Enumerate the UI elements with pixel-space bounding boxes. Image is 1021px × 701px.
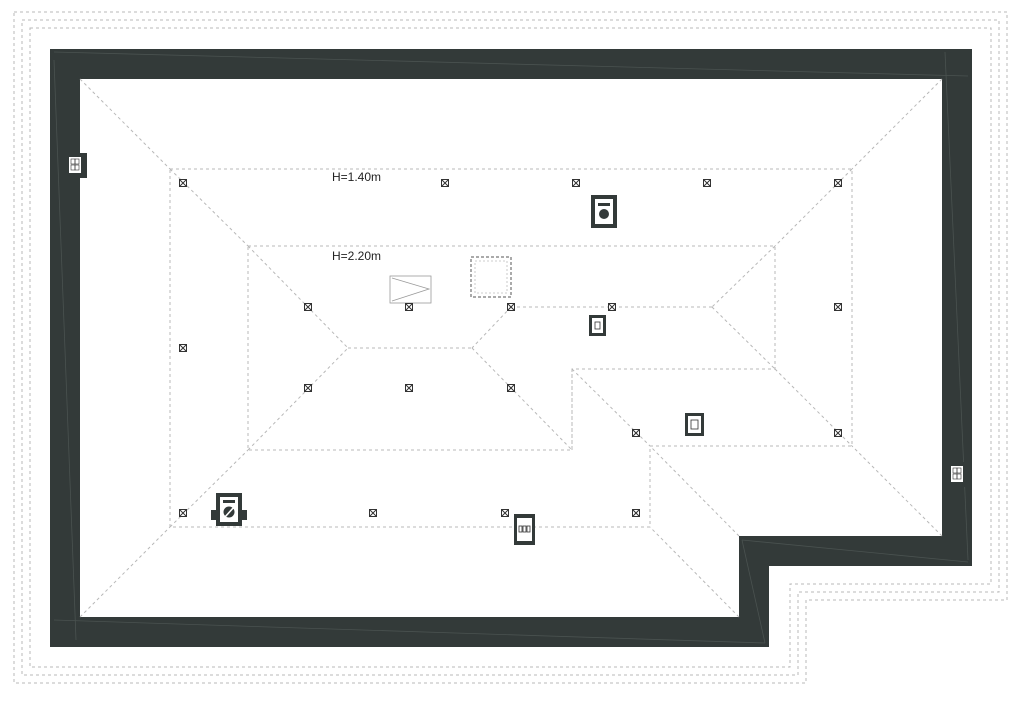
column-marker-icon bbox=[501, 509, 509, 517]
column-marker-icon bbox=[304, 384, 312, 392]
skylight-icon bbox=[591, 195, 617, 228]
column-marker-icon bbox=[405, 303, 413, 311]
column-marker-icon bbox=[834, 179, 842, 187]
height-label-inner: H=2.20m bbox=[332, 249, 381, 263]
column-marker-icon bbox=[608, 303, 616, 311]
column-marker-icon bbox=[834, 429, 842, 437]
exterior-wall bbox=[50, 49, 972, 647]
column-marker-icon bbox=[507, 303, 515, 311]
column-marker-icon bbox=[632, 429, 640, 437]
column-marker-icon bbox=[405, 384, 413, 392]
column-marker-icon bbox=[834, 303, 842, 311]
wall-vent-icon bbox=[946, 462, 967, 487]
wall-hatching bbox=[53, 51, 969, 644]
column-marker-icon bbox=[572, 179, 580, 187]
vent-small-icon bbox=[685, 413, 704, 436]
chimney-icon bbox=[211, 493, 247, 526]
column-marker-icon bbox=[179, 509, 187, 517]
eave-outline bbox=[13, 11, 1008, 684]
column-markers bbox=[179, 179, 842, 517]
column-marker-icon bbox=[703, 179, 711, 187]
column-marker-icon bbox=[304, 303, 312, 311]
wall-vent-icon bbox=[66, 153, 87, 178]
vent-small-icon bbox=[589, 315, 606, 336]
height-contours bbox=[169, 168, 853, 528]
column-marker-icon bbox=[179, 179, 187, 187]
height-label-outer: H=1.40m bbox=[332, 170, 381, 184]
stair-arrow-icon bbox=[389, 275, 432, 304]
column-marker-icon bbox=[441, 179, 449, 187]
column-marker-icon bbox=[369, 509, 377, 517]
ventilation-duct-icon bbox=[514, 514, 535, 545]
column-marker-icon bbox=[507, 384, 515, 392]
attic-hatch-icon bbox=[470, 256, 512, 298]
column-marker-icon bbox=[179, 344, 187, 352]
column-marker-icon bbox=[632, 509, 640, 517]
